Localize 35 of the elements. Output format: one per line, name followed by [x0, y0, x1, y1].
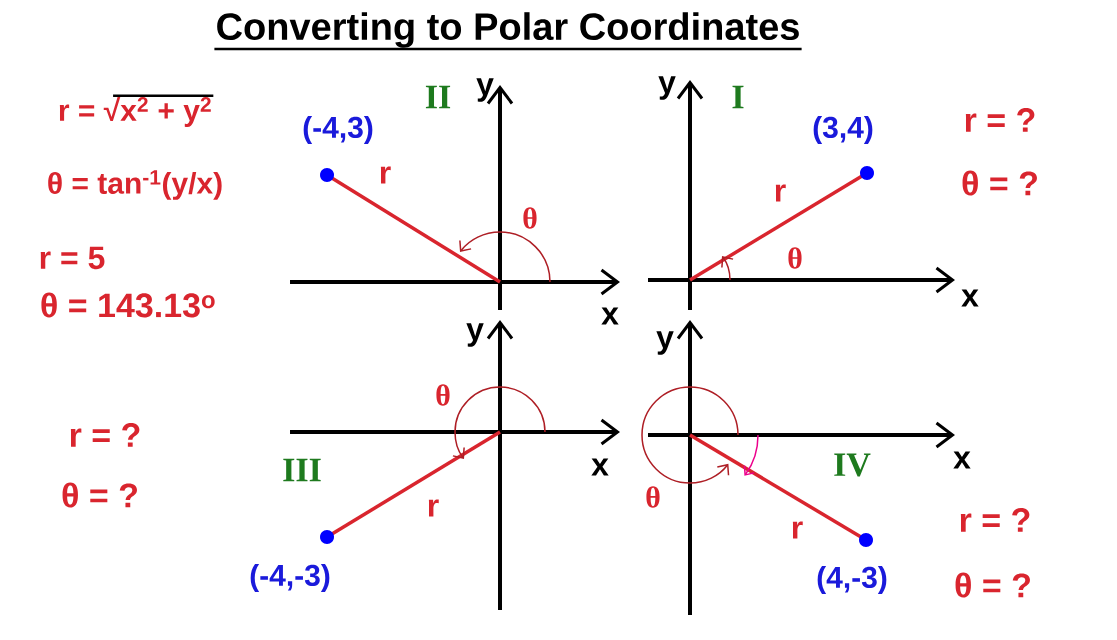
- formula: θ = tan$^{-1}$(y/x): [48, 170, 222, 200]
- angle-label: θ: [788, 247, 802, 269]
- point-label: (-4,-3): [250, 564, 330, 592]
- question-text: r = ?: [70, 423, 140, 447]
- question-text: θ = ?: [962, 170, 1037, 196]
- formula: r = √x$^{2}$ + y$^{2}$: [59, 94, 214, 127]
- point-label: (-4,3): [303, 116, 373, 144]
- quadrant-numeral: IV: [834, 453, 871, 477]
- radius-label: r: [775, 184, 786, 202]
- radius-label: r: [428, 499, 439, 517]
- angle-label: θ: [646, 486, 660, 508]
- axis-label: y: [656, 331, 674, 355]
- axis-label: y: [476, 78, 494, 102]
- axis-label: x: [953, 451, 971, 469]
- quadrant-numeral: II: [425, 85, 451, 109]
- angle-label: θ: [436, 384, 450, 406]
- axis-label: x: [961, 289, 979, 307]
- radius-label: r: [792, 521, 803, 539]
- question-text: r = ?: [965, 108, 1035, 132]
- quadrant-numeral: III: [283, 458, 321, 482]
- question-text: θ = ?: [62, 482, 137, 508]
- axis-label: x: [591, 458, 609, 476]
- formula: θ = 143.13$^{o}$: [41, 292, 215, 318]
- quadrant-numeral: I: [732, 85, 744, 109]
- axis-label: x: [601, 307, 619, 325]
- radius-label: r: [380, 166, 391, 184]
- angle-label: θ: [523, 207, 537, 229]
- question-text: r = ?: [960, 508, 1030, 532]
- formula: r = 5: [40, 246, 105, 270]
- axis-label: y: [658, 76, 676, 100]
- axis-label: y: [466, 323, 484, 347]
- point-label: (4,-3): [817, 566, 887, 594]
- question-text: θ = ?: [955, 572, 1030, 598]
- title: Converting to Polar Coordinates: [214, 12, 802, 51]
- point-label: (3,4): [813, 116, 873, 144]
